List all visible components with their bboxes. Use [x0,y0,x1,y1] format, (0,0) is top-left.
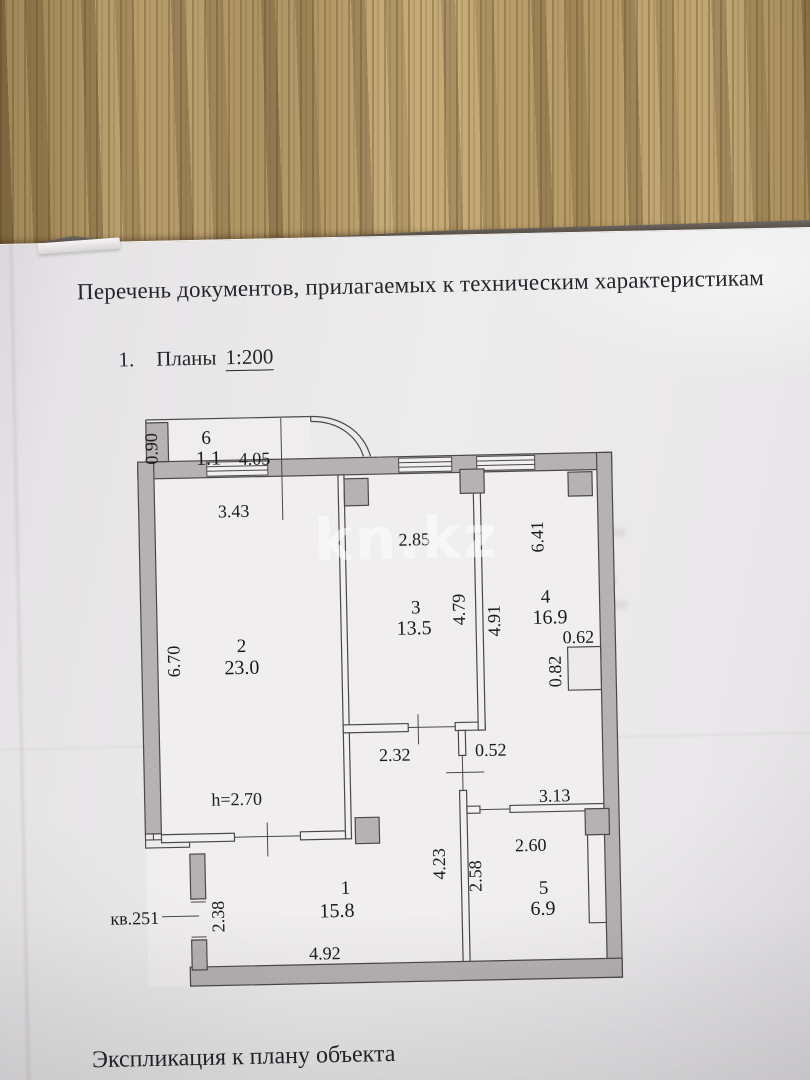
dim-room2-depth: 6.70 [163,645,184,677]
floor-areas [137,416,623,988]
dimension-ticks [162,418,485,918]
dim-niche-depth: 0.82 [545,656,566,688]
dim-room5-depth: 2.58 [465,860,486,892]
dim-room4-inner: 4.91 [484,605,505,637]
window-room2 [206,460,269,477]
room-3-number: 3 [411,597,421,618]
dim-hall-depth: 4.23 [429,848,450,880]
dim-room2-width: 3.43 [218,501,250,522]
room-3-area: 13.5 [396,617,431,640]
entrance-door-opening [190,898,207,941]
room-1-area: 15.8 [319,900,354,923]
dim-room4-depth: 6.41 [527,521,548,553]
room-4-number: 4 [541,587,551,608]
room-5-area: 6.9 [530,898,555,921]
document-paper: Перечень документов, прилагаемых к техни… [0,225,810,1080]
windows [206,454,536,477]
dim-balcony-width: 0.90 [141,433,162,465]
window-room3 [398,456,453,473]
dim-room3-width: 2.85 [398,529,430,550]
apartment-label: кв.251 [110,908,159,929]
room-2-area: 23.0 [224,657,259,680]
room-6-area: 1.1 [196,447,221,470]
wood-table-surface [0,0,810,252]
dim-balcony-length: 4.05 [239,448,271,469]
site-watermark: kn.kz [313,502,500,575]
room-1-number: 1 [341,878,351,899]
apartment-label-leader [162,915,200,918]
dim-room3-door: 2.32 [379,745,411,766]
room5-shaft-wall [586,817,607,924]
ceiling-height-label: h=2.70 [211,789,262,810]
balcony-outline [145,415,372,463]
dim-wall-jog: 0.52 [475,740,507,761]
room-6-number: 6 [201,428,211,449]
dim-room4-bottom: 3.13 [539,785,571,806]
window-room4 [476,454,536,472]
dim-hall-width: 4.92 [309,943,341,964]
floor-plan: 0.90 6 1.1 4.05 3.43 2 23.0 6.70 h=2.70 … [110,415,624,988]
dim-room5-width: 2.60 [515,835,547,856]
room-5-number: 5 [539,878,549,899]
room-4-area: 16.9 [532,606,567,629]
dim-room3-depth: 4.79 [448,594,469,626]
room-2-number: 2 [237,636,247,657]
dim-entry-depth: 2.38 [208,901,229,933]
dim-niche-width: 0.62 [562,627,594,648]
columns [343,468,611,845]
room4-niche [566,645,603,691]
